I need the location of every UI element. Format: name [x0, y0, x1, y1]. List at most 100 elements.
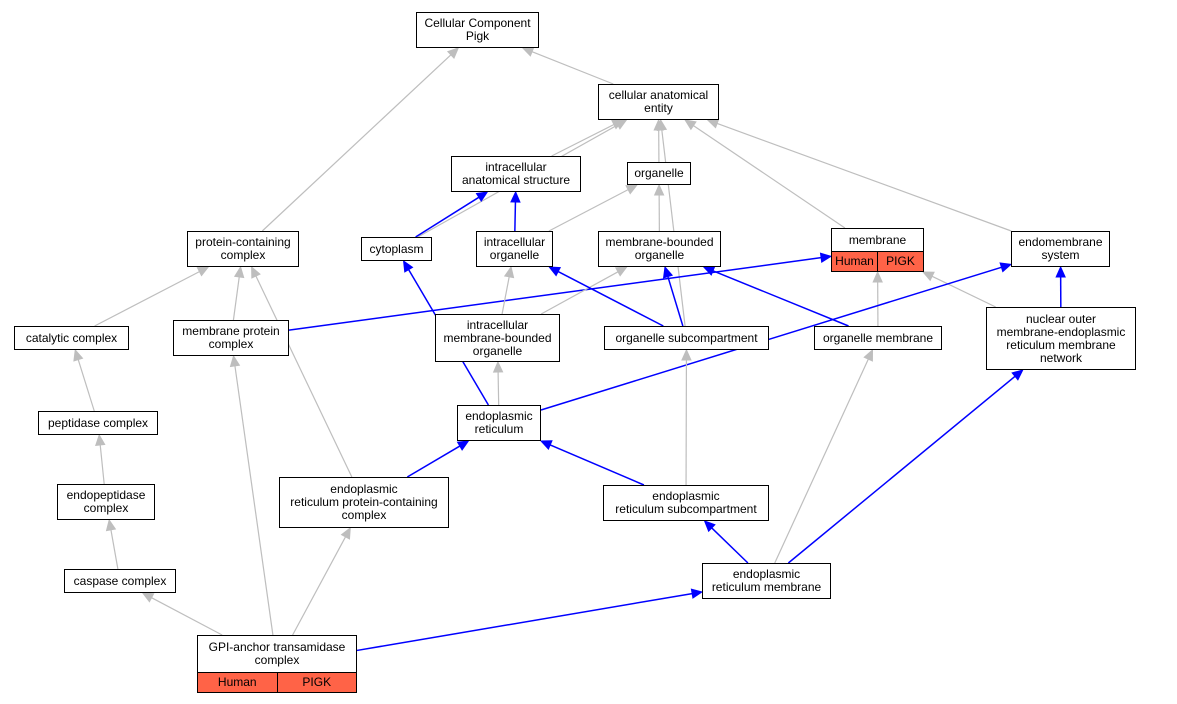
- edge-osc-to-io: [557, 270, 664, 327]
- arrowhead-erpc-to-er: [456, 440, 470, 451]
- arrowhead-er-to-ems: [999, 262, 1013, 273]
- arrowhead-imbo-to-mbo: [614, 266, 628, 277]
- edge-io-to-ias: [514, 201, 517, 232]
- node-label: caspase complex: [73, 573, 167, 588]
- node-label: endomembrane system: [1018, 235, 1103, 262]
- node-intracellular-anatomical-structure[interactable]: intracellular anatomical structure: [451, 156, 581, 192]
- node-label: cytoplasm: [369, 241, 424, 256]
- node-er-membrane[interactable]: endoplasmic reticulum membrane: [702, 563, 831, 599]
- node-label: endoplasmic reticulum protein-containing…: [290, 482, 438, 522]
- arrowhead-gpi-to-mpc: [229, 354, 241, 368]
- edge-nom-to-mem: [931, 275, 996, 308]
- arrowhead-gpi-to-cas: [141, 592, 155, 603]
- node-cellular-anatomical-entity[interactable]: cellular anatomical entity: [598, 84, 719, 120]
- edge-imbo-to-io: [501, 276, 510, 315]
- node-cytoplasm[interactable]: cytoplasm: [361, 237, 432, 261]
- annotation-species: Human: [835, 254, 874, 268]
- edge-om-to-mbo: [712, 270, 849, 327]
- edge-cyt-to-ias: [415, 196, 480, 238]
- edge-mpc-to-pcc: [232, 276, 240, 321]
- arrowhead-pcc-to-cc: [446, 47, 460, 60]
- node-label: intracellular membrane-bounded organelle: [443, 317, 552, 358]
- node-cellular-component-pigk[interactable]: Cellular Component Pigk: [416, 12, 539, 48]
- edge-endo-to-pep: [99, 444, 105, 485]
- node-label: peptidase complex: [47, 415, 149, 430]
- node-endomembrane-system[interactable]: endomembrane system: [1011, 231, 1110, 267]
- arrowhead-cat-to-pcc: [196, 266, 210, 277]
- node-nuclear-outer-membrane-er-membrane-network[interactable]: nuclear outer membrane-endoplasmic retic…: [986, 307, 1136, 370]
- arrowhead-mbo-to-org: [653, 183, 665, 196]
- node-label: protein-containing complex: [195, 235, 291, 262]
- node-label: endoplasmic reticulum: [465, 409, 533, 436]
- edge-erm-to-om: [774, 358, 869, 564]
- node-membrane-protein-complex[interactable]: membrane protein complex: [173, 320, 289, 356]
- node-peptidase-complex[interactable]: peptidase complex: [38, 411, 158, 435]
- node-label: GPI-anchor transamidase complex: [208, 640, 346, 667]
- arrowhead-gpi-to-erpc: [340, 526, 351, 540]
- arrowhead-pep-to-cat: [73, 348, 84, 362]
- node-label: organelle membrane: [822, 330, 934, 345]
- node-label: endoplasmic reticulum subcompartment: [615, 489, 757, 516]
- arrowhead-gpi-to-erm: [690, 588, 704, 599]
- arrowhead-erpc-to-pcc: [251, 265, 261, 279]
- edge-imbo-to-mbo: [540, 271, 619, 315]
- node-protein-containing-complex[interactable]: protein-containing complex: [187, 231, 299, 267]
- edge-pep-to-cat: [77, 359, 95, 412]
- node-label: endoplasmic reticulum membrane: [711, 567, 822, 594]
- node-label: Cellular Component Pigk: [424, 16, 531, 43]
- node-organelle-subcompartment[interactable]: organelle subcompartment: [604, 326, 769, 350]
- arrowhead-io-to-ias: [510, 190, 521, 203]
- edge-cat-to-pcc: [94, 271, 200, 327]
- arrowhead-io-to-org: [625, 184, 639, 195]
- arrowhead-cyt-to-cae: [614, 119, 628, 130]
- node-er-subcompartment[interactable]: endoplasmic reticulum subcompartment: [603, 485, 769, 521]
- node-label: membrane-bounded organelle: [605, 235, 714, 262]
- arrowhead-nom-to-ems: [1055, 265, 1066, 278]
- node-membrane-bounded-organelle[interactable]: membrane-bounded organelle: [598, 231, 721, 267]
- node-label: cellular anatomical entity: [608, 88, 709, 115]
- arrowhead-om-to-mem: [872, 270, 883, 283]
- node-caspase-complex[interactable]: caspase complex: [64, 569, 176, 593]
- node-label: organelle: [634, 166, 684, 180]
- arrowhead-er-to-imbo: [492, 360, 504, 373]
- arrowhead-mem-to-cae: [684, 119, 697, 131]
- node-organelle-membrane[interactable]: organelle membrane: [814, 326, 942, 350]
- arrowhead-erm-to-ersc: [703, 520, 716, 533]
- edge-cae-to-cc: [531, 51, 614, 85]
- arrowhead-er-to-cyt: [402, 259, 414, 273]
- arrowhead-mpc-to-pcc: [233, 265, 245, 279]
- annotation-gene: PIGK: [877, 252, 923, 271]
- edge-pcc-to-cc: [261, 54, 452, 232]
- edge-erm-to-nom: [787, 375, 1016, 564]
- edge-gpi-to-mpc: [234, 365, 274, 636]
- node-label: intracellular anatomical structure: [461, 160, 571, 187]
- arrowhead-osc-to-mbo: [662, 265, 674, 279]
- node-label: membrane protein complex: [182, 324, 280, 351]
- edge-cas-to-endo: [110, 529, 119, 570]
- node-intracellular-membrane-bounded-organelle[interactable]: intracellular membrane-bounded organelle: [435, 314, 560, 362]
- node-catalytic-complex[interactable]: catalytic complex: [14, 326, 129, 350]
- edge-gpi-to-cas: [151, 597, 223, 636]
- node-label: catalytic complex: [25, 330, 118, 345]
- arrowhead-imbo-to-io: [503, 265, 515, 279]
- arrowhead-erm-to-nom: [1011, 369, 1024, 381]
- edge-osc-to-mbo: [667, 276, 684, 327]
- node-endopeptidase-complex[interactable]: endopeptidase complex: [57, 484, 155, 520]
- node-endoplasmic-reticulum[interactable]: endoplasmic reticulum: [457, 405, 541, 441]
- node-er-protein-containing-complex[interactable]: endoplasmic reticulum protein-containing…: [279, 477, 449, 528]
- arrowhead-ersc-to-osc: [681, 348, 692, 361]
- edge-erpc-to-pcc: [255, 275, 353, 478]
- node-intracellular-organelle[interactable]: intracellular organelle: [476, 231, 553, 267]
- arrowhead-mpc-to-mem: [819, 252, 833, 263]
- edge-er-to-ems: [540, 266, 1002, 411]
- node-label: organelle subcompartment: [615, 330, 758, 345]
- arrowhead-osc-to-io: [548, 266, 562, 277]
- arrowhead-nom-to-mem: [922, 271, 935, 282]
- node-label: membrane: [848, 232, 907, 247]
- node-organelle[interactable]: organelle: [627, 162, 691, 185]
